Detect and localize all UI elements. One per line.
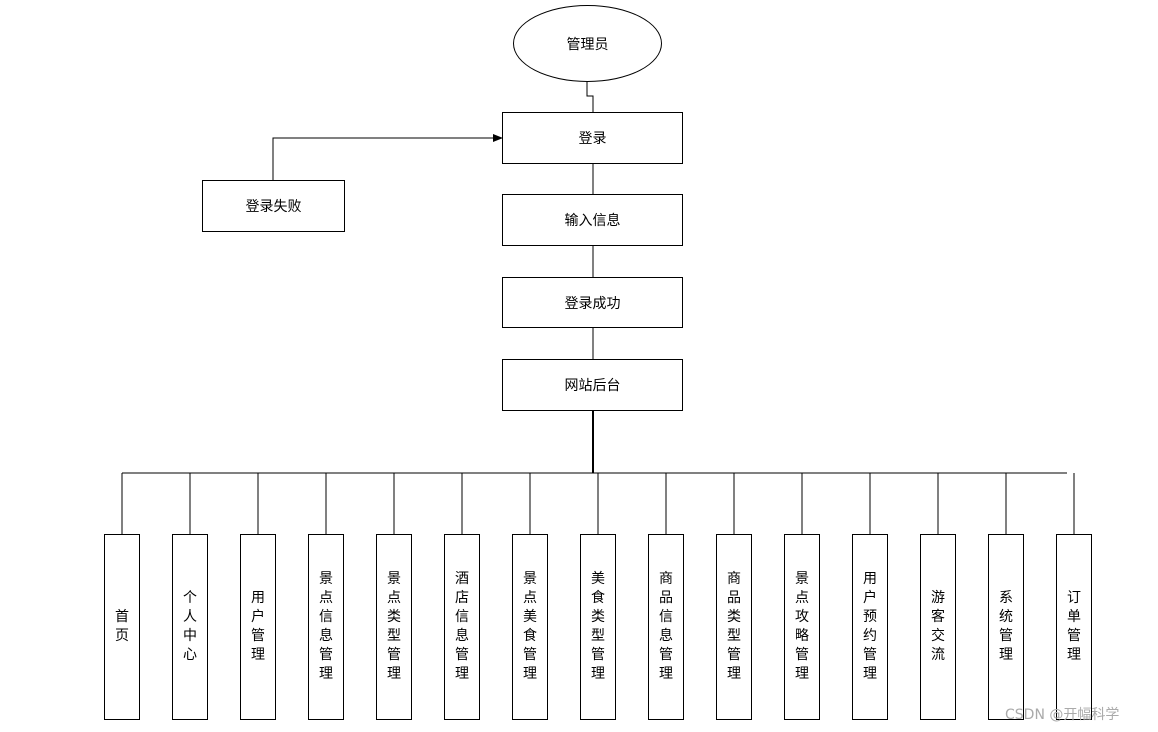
node-login-label: 登录 [578, 131, 607, 147]
module-label: 用户管理 [251, 590, 265, 663]
module-label: 游客交流 [931, 590, 945, 663]
module-box: 用户管理 [240, 534, 276, 720]
node-login-failed-label: 登录失败 [245, 199, 302, 215]
edge-failed-to-login [272, 134, 503, 180]
module-label: 美食类型管理 [591, 571, 605, 682]
module-box: 景点攻略管理 [784, 534, 820, 720]
node-input-info: 输入信息 [502, 194, 683, 246]
module-label: 酒店信息管理 [455, 571, 469, 682]
node-login: 登录 [502, 112, 683, 164]
module-box: 商品信息管理 [648, 534, 684, 720]
module-box: 美食类型管理 [580, 534, 616, 720]
edge-root-to-login [586, 82, 594, 112]
module-label: 商品信息管理 [659, 571, 673, 682]
module-label: 景点攻略管理 [795, 571, 809, 682]
module-box: 首页 [104, 534, 140, 720]
node-backend: 网站后台 [502, 359, 683, 411]
module-label: 系统管理 [999, 590, 1013, 663]
module-box: 景点信息管理 [308, 534, 344, 720]
module-box: 用户预约管理 [852, 534, 888, 720]
module-label: 用户预约管理 [863, 571, 877, 682]
module-label: 景点信息管理 [319, 571, 333, 682]
node-login-failed: 登录失败 [202, 180, 345, 232]
module-label: 首页 [115, 609, 129, 644]
node-root-label: 管理员 [566, 36, 609, 53]
module-label: 个人中心 [183, 590, 197, 663]
module-box: 订单管理 [1056, 534, 1092, 720]
module-label: 景点美食管理 [523, 571, 537, 682]
module-label: 商品类型管理 [727, 571, 741, 682]
module-box: 景点美食管理 [512, 534, 548, 720]
module-box: 景点类型管理 [376, 534, 412, 720]
module-box: 个人中心 [172, 534, 208, 720]
node-login-success: 登录成功 [502, 277, 683, 328]
node-backend-label: 网站后台 [564, 378, 621, 394]
module-box: 游客交流 [920, 534, 956, 720]
module-box: 商品类型管理 [716, 534, 752, 720]
node-root: 管理员 [513, 5, 662, 82]
watermark: CSDN @开幅科学 [1005, 707, 1120, 723]
module-box: 系统管理 [988, 534, 1024, 720]
module-label: 景点类型管理 [387, 571, 401, 682]
node-login-success-label: 登录成功 [564, 295, 621, 312]
node-input-info-label: 输入信息 [564, 213, 621, 229]
module-label: 订单管理 [1067, 590, 1081, 663]
module-box: 酒店信息管理 [444, 534, 480, 720]
